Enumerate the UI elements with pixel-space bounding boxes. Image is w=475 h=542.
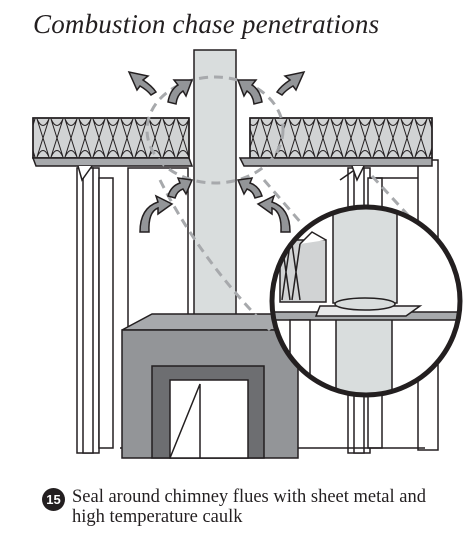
fireplace [121,313,299,459]
air-leak-path [145,75,420,332]
ceiling-insulation-right [238,117,433,182]
airflow-arrows [127,70,306,233]
ceiling-insulation-left [31,117,194,182]
diagram-title: Combustion chase penetrations [33,9,380,39]
detail-magnifier [269,204,463,398]
chase-diagram [31,49,463,459]
step-number-badge: 15 [42,488,65,511]
instruction-text: Seal around chimney flues with sheet met… [72,487,426,527]
